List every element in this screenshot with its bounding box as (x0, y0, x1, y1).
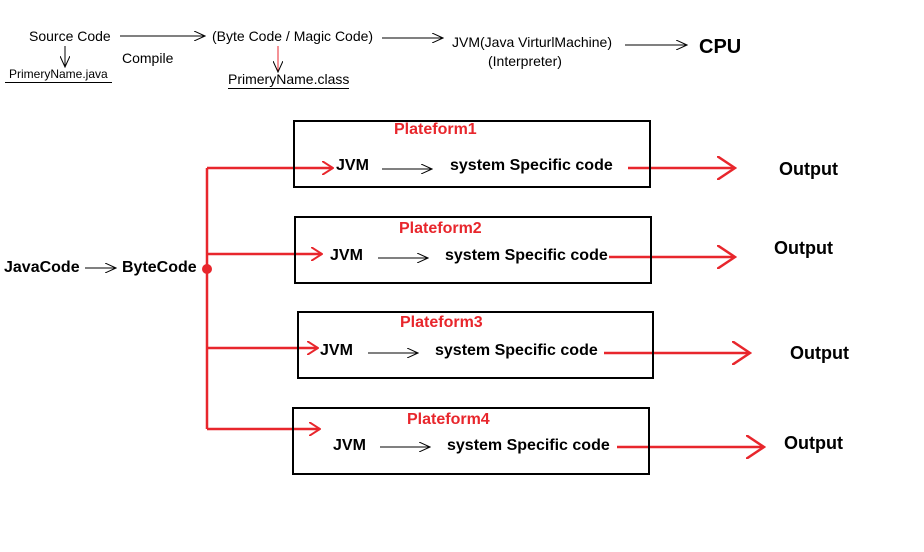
platform-output-2: Output (774, 238, 833, 258)
bytecode-label: ByteCode (122, 259, 197, 276)
platform-box-4 (292, 407, 650, 475)
platform-jvm-2: JVM (330, 247, 363, 264)
platform-name-2: Plateform2 (399, 220, 482, 237)
platform-code-3: system Specific code (435, 342, 598, 359)
platform-jvm-4: JVM (333, 437, 366, 454)
platform-jvm-1: JVM (336, 157, 369, 174)
platform-name-4: Plateform4 (407, 411, 490, 428)
platform-box-1 (293, 120, 651, 188)
cpu-label: CPU (699, 36, 742, 58)
source-code-label: Source Code (29, 28, 111, 44)
javacode-label: JavaCode (4, 259, 80, 276)
platform-code-4: system Specific code (447, 437, 610, 454)
platform-name-1: Plateform1 (394, 121, 477, 138)
platform-name-3: Plateform3 (400, 314, 483, 331)
compile-label: Compile (122, 50, 174, 66)
byte-code-label: (Byte Code / Magic Code) (212, 28, 374, 44)
class-file-label: PrimeryName.class (228, 71, 350, 89)
platform-box-2 (294, 216, 652, 284)
platform-box-3 (297, 311, 654, 379)
source-file-label: PrimeryName.java (5, 68, 112, 83)
platform-code-1: system Specific code (450, 157, 613, 174)
platform-jvm-3: JVM (320, 342, 353, 359)
platform-output-4: Output (784, 433, 843, 453)
jvm-label: JVM(Java VirturlMachine) (452, 34, 613, 50)
platform-code-2: system Specific code (445, 247, 608, 264)
platform-output-3: Output (790, 343, 849, 363)
interpreter-label: (Interpreter) (488, 53, 562, 69)
trunk-node (202, 264, 212, 274)
platform-output-1: Output (779, 159, 838, 179)
